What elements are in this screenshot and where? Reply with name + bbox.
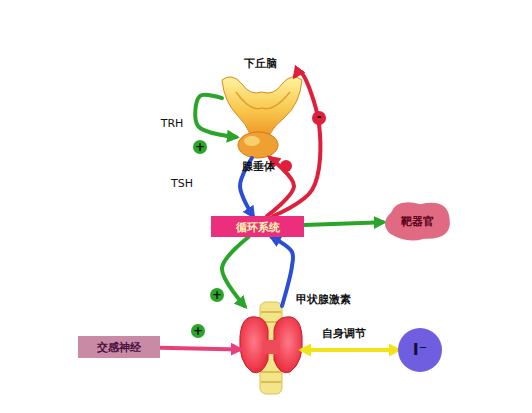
- node-label: 循环系统: [236, 220, 280, 233]
- arrow-connector: [272, 237, 293, 306]
- hypothalamus-fold: [236, 92, 290, 109]
- sign-label: +: [195, 141, 205, 153]
- blob-fill: [385, 202, 450, 240]
- node-label: 下丘脑: [244, 57, 277, 70]
- circle-fill: [398, 328, 442, 372]
- edge-label: TSH: [171, 178, 193, 190]
- ion-circle: I⁻: [398, 328, 442, 372]
- thyroid-node: 甲状腺激素: [240, 306, 302, 394]
- node-label: 交感神经: [97, 341, 141, 354]
- node-label: 靶器官: [401, 215, 434, 228]
- node-label: I⁻: [413, 341, 427, 359]
- process-box: 循环系统: [211, 216, 304, 237]
- pituitary-illustration: [238, 132, 278, 158]
- minus-sign-badge: [312, 111, 326, 125]
- edge-label: 自身调节: [322, 328, 366, 340]
- plus-sign-badge: [193, 140, 207, 154]
- process-box: 交感神经: [78, 336, 160, 358]
- arrow-connector: [304, 222, 383, 225]
- pituitary-highlight: [244, 136, 260, 146]
- sign-label: -: [317, 111, 322, 123]
- feedback-dot: [280, 160, 292, 172]
- arrow-connector: [273, 72, 320, 216]
- arrow-connector: [302, 348, 398, 352]
- thyroid-left-lobe: [240, 317, 268, 373]
- thyroid-isthmus: [262, 340, 280, 354]
- node-label: 甲状腺激素: [296, 293, 351, 306]
- sign-label: +: [212, 289, 222, 301]
- edge-label: TRH: [161, 118, 184, 130]
- arrow-connector: [195, 95, 236, 137]
- hypothalamus-illustration: [222, 77, 302, 134]
- trachea-rings: [261, 312, 281, 382]
- plus-sign-badge: [191, 324, 205, 338]
- hypothalamus-node: 下丘脑: [222, 76, 302, 128]
- thyroid-right-lobe: [274, 317, 302, 373]
- plus-sign-badge: [210, 288, 224, 302]
- node-label: 腺垂体: [242, 160, 275, 173]
- target-organ-blob: 靶器官: [383, 200, 451, 242]
- arrow-connector: [222, 237, 249, 306]
- pituitary-node: 腺垂体: [236, 129, 280, 158]
- arrow-connector: [160, 348, 240, 350]
- sign-label: +: [193, 325, 203, 337]
- trachea-illustration: [260, 302, 282, 394]
